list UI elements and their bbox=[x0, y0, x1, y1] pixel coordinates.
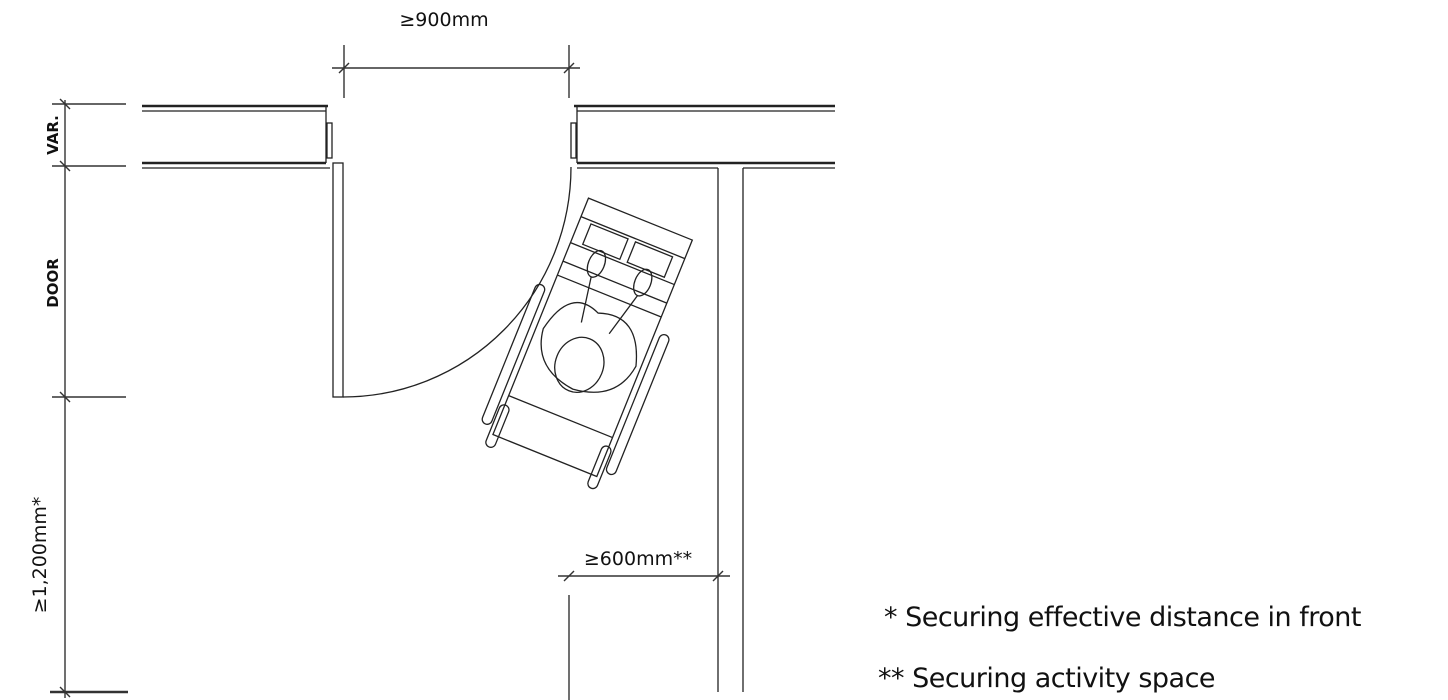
wheelchair-user-plan-icon bbox=[481, 197, 694, 490]
front-distance-label: ≥1,200mm* bbox=[29, 497, 51, 614]
footnote-front-distance: * Securing effective distance in front bbox=[884, 602, 1361, 633]
side-space-dimension: ≥600mm** bbox=[558, 548, 730, 700]
door-leaf-label: DOOR bbox=[44, 258, 62, 308]
wall-left bbox=[142, 104, 333, 169]
wall-right bbox=[570, 104, 835, 169]
corridor-wall bbox=[717, 168, 744, 692]
wall-thickness-label: VAR. bbox=[44, 115, 62, 155]
door-width-dimension: ≥900mm bbox=[332, 9, 580, 98]
left-dimension-chain: VAR. DOOR ≥1,200mm* bbox=[29, 98, 128, 698]
door-leaf bbox=[332, 162, 572, 398]
door-width-label: ≥900mm bbox=[399, 9, 488, 31]
footnote-activity-space: ** Securing activity space bbox=[878, 663, 1216, 694]
side-space-label: ≥600mm** bbox=[584, 548, 692, 570]
